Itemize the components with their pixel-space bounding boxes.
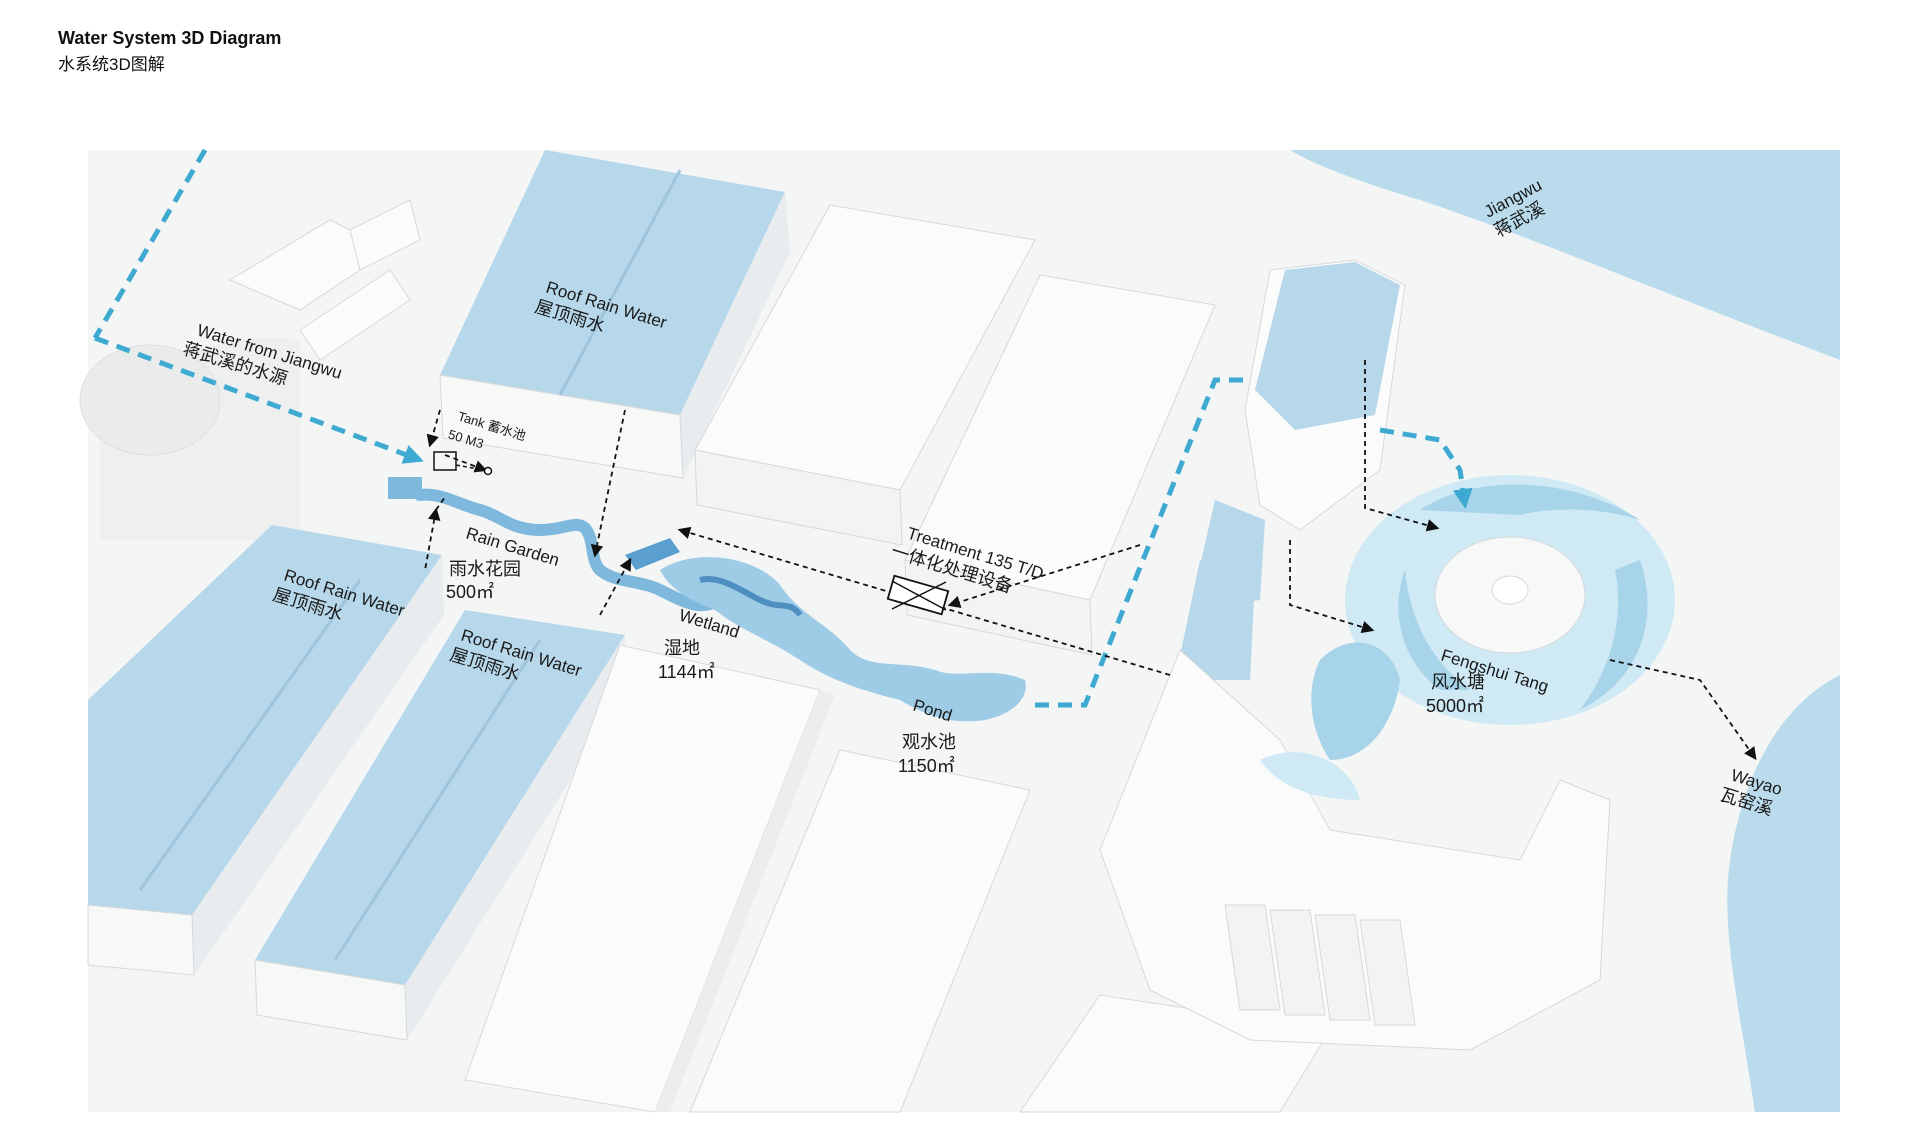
- roof-building-left: [87, 525, 444, 976]
- roof-building-top: [439, 150, 790, 479]
- jiangwu-river: [1290, 150, 1840, 360]
- wetland-zh-label: 湿地: [664, 638, 700, 658]
- diagram-title: Water System 3D Diagram: [58, 28, 282, 48]
- upper-left-buildings: [228, 199, 421, 361]
- treatment-equipment-icon: [886, 574, 950, 616]
- tank-symbol: [433, 451, 493, 476]
- fengshui-tang-zh-label: 风水塘: [1431, 672, 1485, 692]
- water-path: [388, 477, 1026, 722]
- fengshui-tang-area-label: 5000㎡: [1426, 695, 1484, 716]
- diagram-subtitle: 水系统3D图解: [58, 55, 165, 74]
- wetland-area-label: 1144㎡: [658, 661, 715, 682]
- roof-building-middle: [254, 610, 627, 1041]
- fengshui-pond: [1260, 475, 1675, 800]
- rain-garden-zh-label: 雨水花园: [449, 559, 521, 579]
- podium-building: [1099, 649, 1611, 1051]
- pond-zh-label: 观水池: [902, 732, 956, 752]
- wayao-river: [1727, 675, 1840, 1112]
- pond-area-label: 1150㎡: [898, 755, 955, 776]
- rain-garden-area-label: 500㎡: [446, 581, 494, 602]
- jiangwu-supply-flow: [92, 148, 1473, 708]
